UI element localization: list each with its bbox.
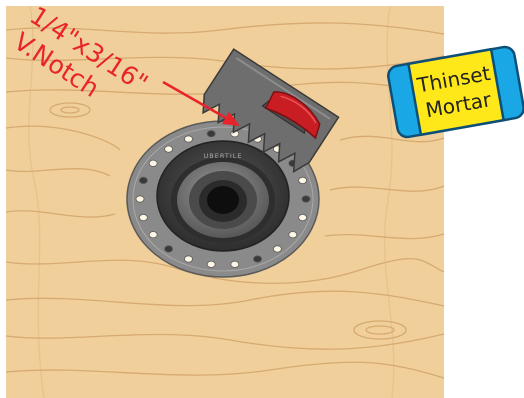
- flange-hole: [302, 196, 310, 202]
- flange-hole: [299, 177, 307, 183]
- flange-hole: [289, 232, 297, 238]
- flange-hole: [149, 232, 157, 238]
- flange-hole: [273, 246, 281, 252]
- flange-hole: [185, 256, 193, 262]
- flange-hole: [299, 214, 307, 220]
- flange-hole: [207, 261, 215, 267]
- flange-hole: [139, 214, 147, 220]
- flange-hole: [231, 261, 239, 267]
- flange-hole: [165, 146, 173, 152]
- flange-hole: [165, 246, 173, 252]
- flange-hole: [185, 136, 193, 142]
- drain-brand-label: UBERTILE: [204, 152, 243, 160]
- flange-hole: [149, 160, 157, 166]
- flange-hole: [139, 177, 147, 183]
- flange-hole: [136, 196, 144, 202]
- flange-hole: [254, 256, 262, 262]
- flange-hole: [207, 131, 215, 137]
